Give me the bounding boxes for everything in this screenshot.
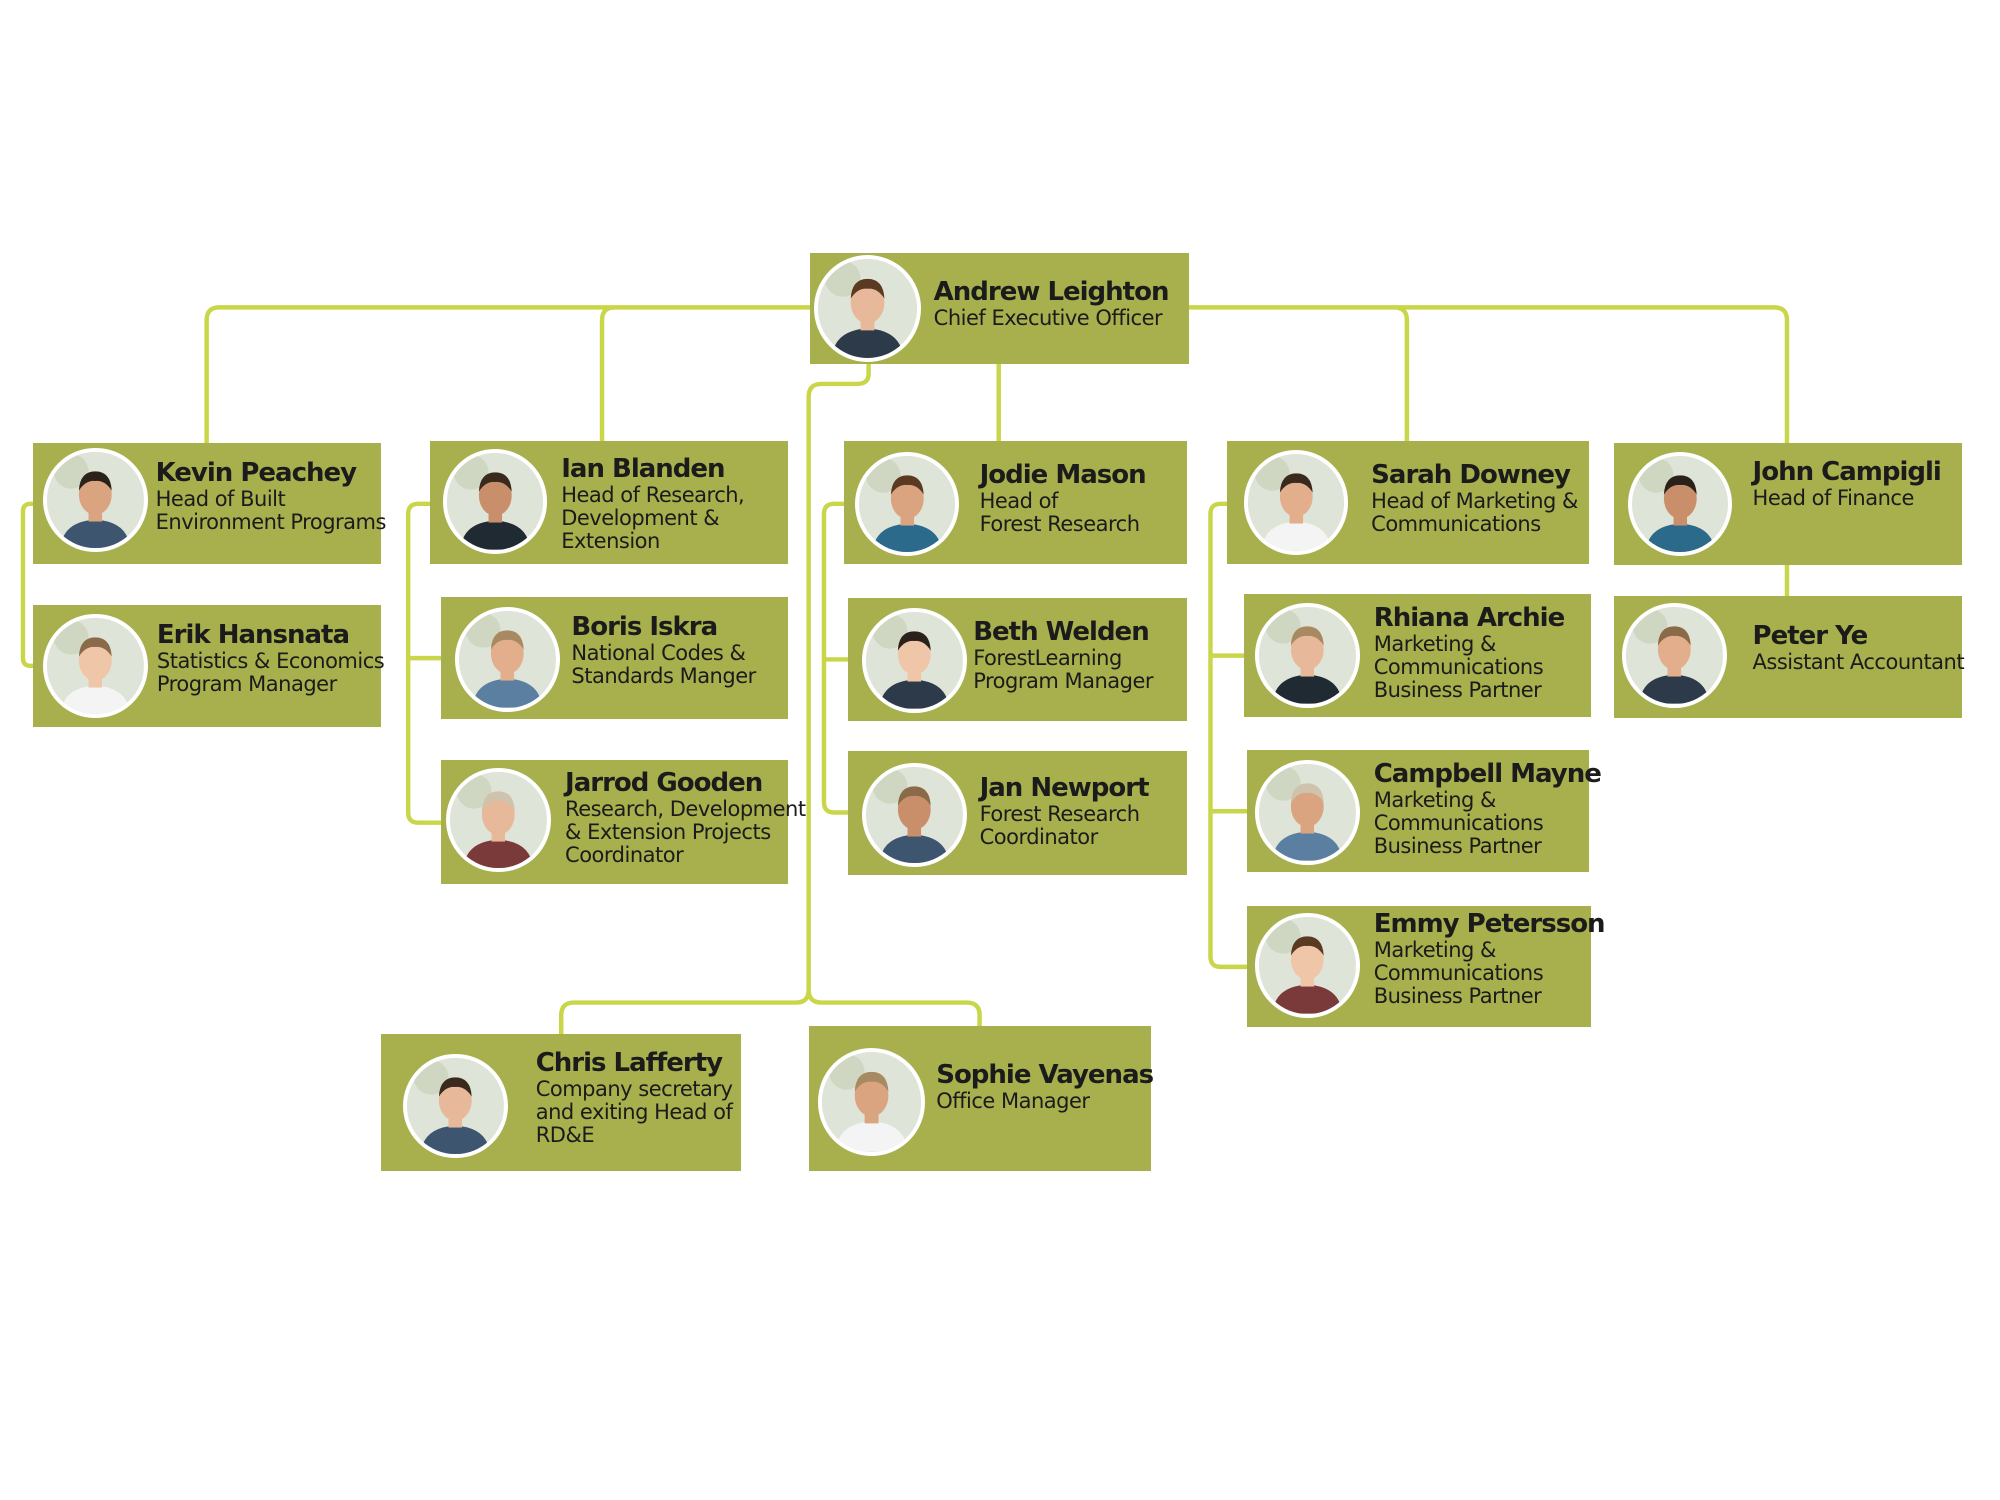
role-chris: Company secretary and exiting Head of RD… <box>535 1077 733 1148</box>
role-jarrod: Research, Development & Extension Projec… <box>565 796 806 867</box>
photo-peter <box>1622 603 1728 708</box>
photo-beth <box>862 608 967 713</box>
name-peter: Peter Ye <box>1752 621 1869 652</box>
connector-sarah-team <box>1208 501 1250 970</box>
name-sarah: Sarah Downey <box>1371 460 1571 491</box>
person-photo-icon <box>1626 607 1724 704</box>
person-photo-icon <box>407 1057 504 1155</box>
person-photo-icon <box>1259 917 1356 1014</box>
photo-rhiana <box>1255 603 1360 708</box>
role-campbell: Marketing & Communications Business Part… <box>1373 787 1544 858</box>
role-erik: Statistics & Economics Program Manager <box>156 648 385 696</box>
name-jodie: Jodie Mason <box>979 460 1147 491</box>
name-jan: Jan Newport <box>979 772 1150 803</box>
photo-chris <box>403 1053 508 1159</box>
person-photo-icon <box>866 766 963 864</box>
name-chris: Chris Lafferty <box>535 1048 723 1079</box>
name-sophie: Sophie Vayenas <box>936 1059 1154 1090</box>
role-peter: Assistant Accountant <box>1752 650 1965 675</box>
person-photo-icon <box>1631 455 1729 553</box>
person-photo-icon <box>858 455 956 553</box>
photo-jarrod <box>446 767 551 873</box>
person-photo-icon <box>1247 454 1345 551</box>
photo-erik <box>43 613 148 719</box>
photo-sarah <box>1243 450 1349 555</box>
name-erik: Erik Hansnata <box>156 619 350 650</box>
name-john: John Campigli <box>1752 456 1942 487</box>
role-sarah: Head of Marketing & Communications <box>1371 489 1578 537</box>
role-beth: ForestLearning Program Manager <box>973 646 1154 694</box>
role-john: Head of Finance <box>1752 485 1915 510</box>
connector-top-branch-left <box>204 305 813 445</box>
person-photo-icon <box>1259 607 1356 704</box>
photo-kevin <box>43 447 148 553</box>
connector-kevin-team <box>20 501 36 669</box>
photo-jan <box>862 762 967 868</box>
connector-ceo-down <box>558 361 982 1037</box>
role-rhiana: Marketing & Communications Business Part… <box>1373 632 1544 703</box>
photo-emmy <box>1255 913 1360 1018</box>
name-jarrod: Jarrod Gooden <box>565 767 763 798</box>
name-emmy: Emmy Petersson <box>1373 909 1606 940</box>
person-photo-icon <box>450 771 547 869</box>
role-ian: Head of Research, Development & Extensio… <box>561 483 745 554</box>
name-ceo: Andrew Leighton <box>933 276 1170 307</box>
person-photo-icon <box>821 1052 921 1152</box>
photo-boris <box>455 607 560 712</box>
photo-ceo <box>813 255 921 363</box>
role-emmy: Marketing & Communications Business Part… <box>1373 938 1544 1009</box>
name-beth: Beth Welden <box>973 617 1149 648</box>
person-photo-icon <box>459 611 556 708</box>
photo-jodie <box>854 451 960 557</box>
name-ian: Ian Blanden <box>561 454 725 485</box>
connector-top-branch-right <box>1186 305 1790 445</box>
connector-jodie-team <box>821 501 851 815</box>
person-photo-icon <box>817 259 917 359</box>
name-boris: Boris Iskra <box>571 612 718 643</box>
role-boris: National Codes & Standards Manger <box>571 641 756 689</box>
role-kevin: Head of Built Environment Programs <box>155 486 387 534</box>
person-photo-icon <box>866 612 963 709</box>
person-photo-icon <box>47 617 144 715</box>
person-photo-icon <box>47 451 144 549</box>
name-rhiana: Rhiana Archie <box>1373 603 1566 634</box>
role-sophie: Office Manager <box>936 1088 1090 1113</box>
name-kevin: Kevin Peachey <box>155 457 357 488</box>
name-campbell: Campbell Mayne <box>1373 758 1602 789</box>
person-photo-icon <box>1259 764 1356 861</box>
photo-john <box>1627 451 1733 557</box>
role-jodie: Head of Forest Research <box>979 489 1140 537</box>
role-jan: Forest Research Coordinator <box>979 801 1140 849</box>
connector-ian-team <box>405 501 444 825</box>
photo-campbell <box>1255 760 1360 865</box>
photo-ian <box>442 448 548 554</box>
role-ceo: Chief Executive Officer <box>933 305 1163 330</box>
person-photo-icon <box>446 452 544 550</box>
photo-sophie <box>817 1048 925 1156</box>
